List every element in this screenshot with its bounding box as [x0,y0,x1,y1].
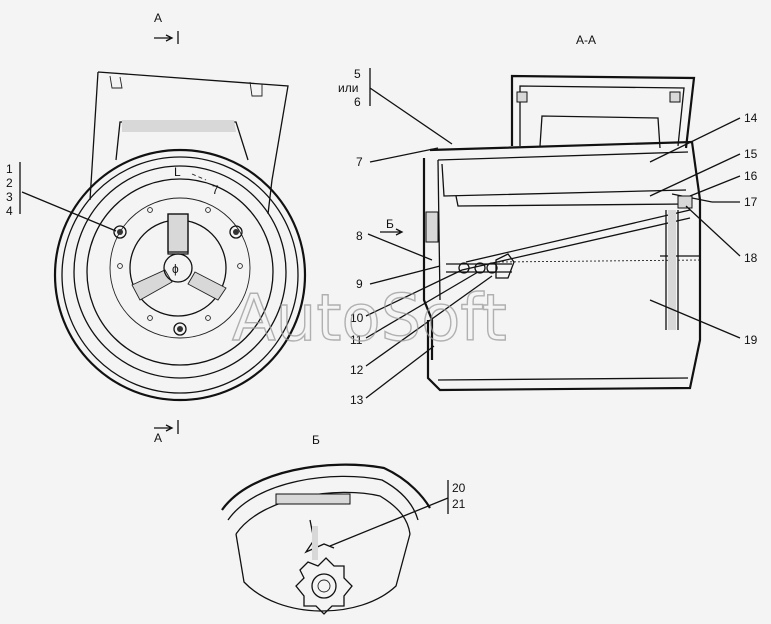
callout-15: 15 [744,147,758,161]
section-title: А-А [576,33,596,47]
watermark: AutoSoft [232,282,507,356]
callout-19: 19 [744,333,758,347]
housing [426,140,702,392]
svg-text:ϕ: ϕ [172,262,179,276]
front-view: ϕ L 7 1 2 3 4 А А [6,11,307,445]
callout-1: 1 [6,162,13,176]
callout-17: 17 [744,195,758,209]
callout-21: 21 [452,497,466,511]
section-marker-top: А [154,11,162,25]
callout-18: 18 [744,251,758,265]
callout-12: 12 [350,363,364,377]
callout-9: 9 [356,277,363,291]
callout-14: 14 [744,111,758,125]
front-mount-bracket [89,71,289,215]
callout-11: 11 [350,333,363,347]
callout-20: 20 [452,481,466,495]
section-marker-bottom: А [154,431,162,445]
callout-4: 4 [6,204,13,218]
inner-digit-7: 7 [212,183,219,197]
outer-rim [53,148,307,402]
section-view: А-А Б 5 или 6 [338,33,758,407]
detail-view: Б 20 21 [221,433,466,615]
callout-8: 8 [356,229,363,243]
view-arrow-label: Б [386,217,394,231]
detail-knob [295,557,353,615]
callout-or: или [338,81,358,95]
callout-16: 16 [744,169,758,183]
callout-2: 2 [6,176,13,190]
callout-13: 13 [350,393,364,407]
bolt-left [113,225,127,239]
detail-title: Б [312,433,320,447]
callout-10: 10 [350,311,364,325]
callout-5: 5 [354,67,361,81]
callout-7: 7 [356,155,363,169]
section-mount-bracket [510,74,696,149]
callout-3: 3 [6,190,13,204]
callout-6: 6 [354,95,361,109]
inner-letter-l: L [174,165,181,179]
